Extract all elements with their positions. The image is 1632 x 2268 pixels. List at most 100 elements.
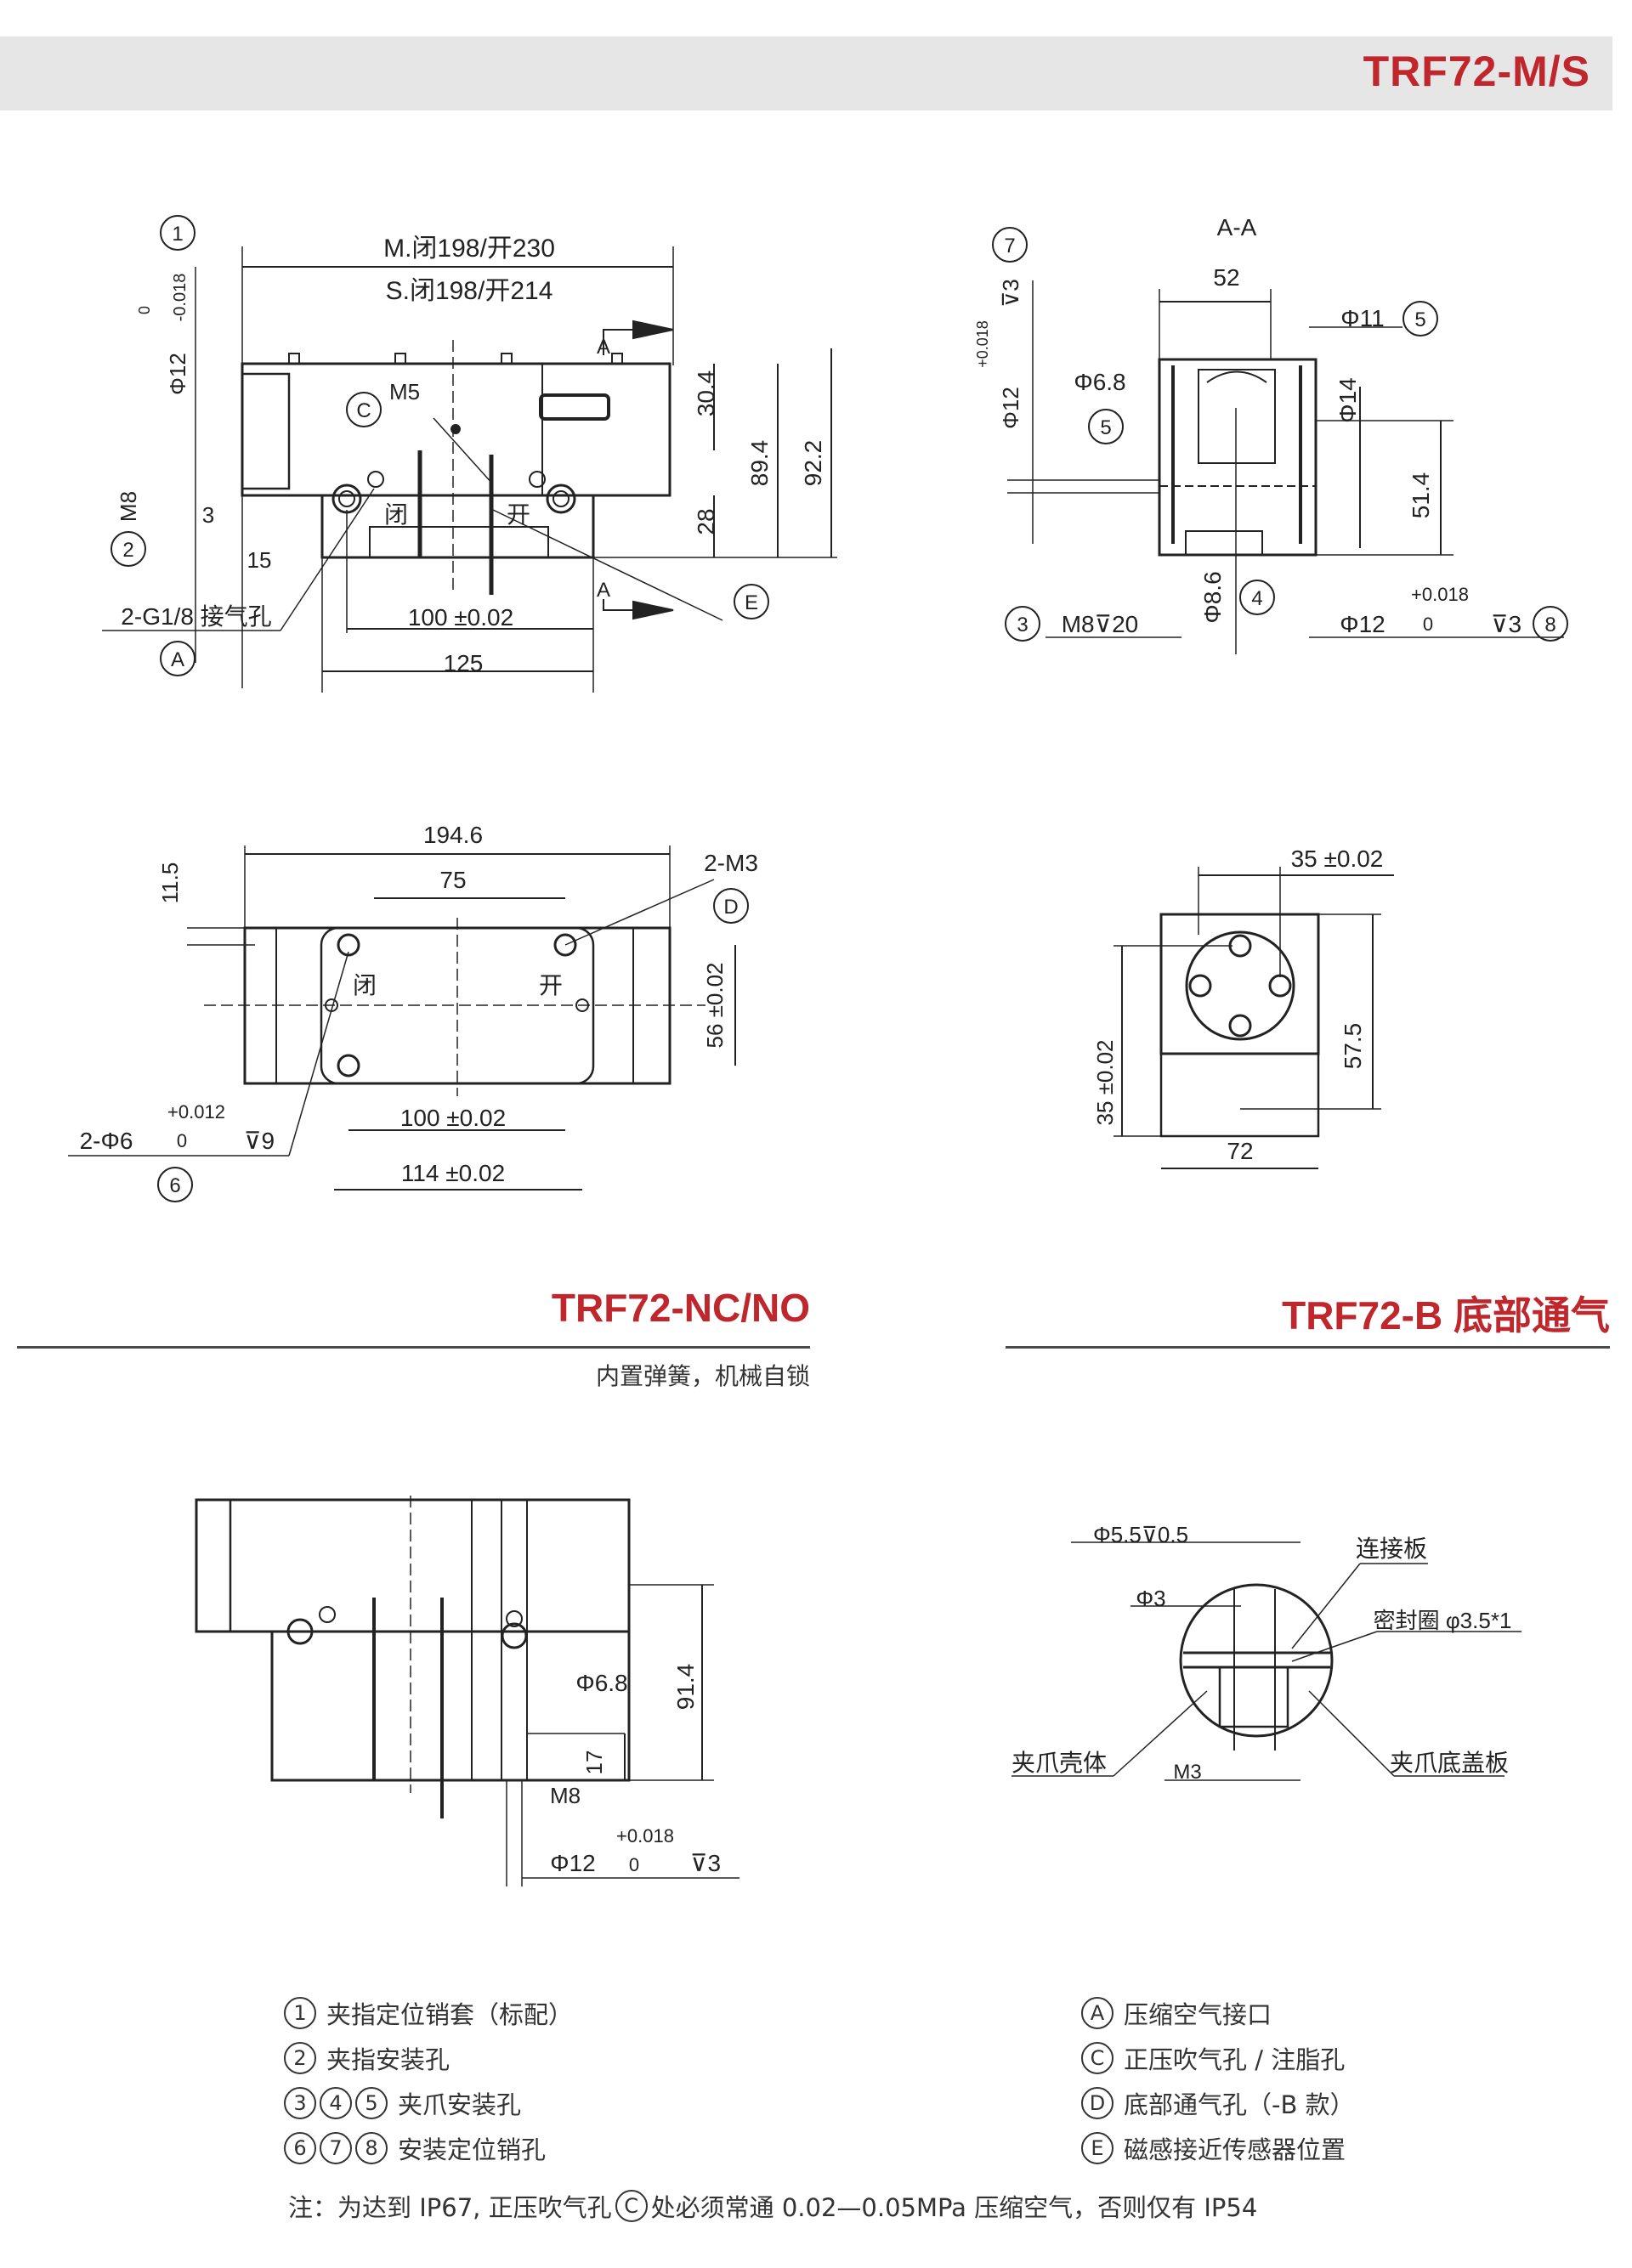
dim-length-s: S.闭198/开214 xyxy=(386,277,553,305)
depth-3-vertical: ⊽3 xyxy=(998,279,1023,308)
callout-7: 7 xyxy=(1004,235,1015,257)
tol-upper-vertical: +0.018 xyxy=(974,320,991,368)
tol-upper: +0.012 xyxy=(167,1101,225,1123)
section-title-b: TRF72-B 底部通气 xyxy=(1282,1293,1610,1338)
callout-badge: 2 xyxy=(284,2042,316,2074)
section-view-drawing xyxy=(1007,280,1564,654)
phi12-label: Φ12 xyxy=(165,353,190,395)
body-label: 夹爪壳体 xyxy=(1012,1750,1107,1776)
dim-phi11: Φ11 xyxy=(1340,305,1384,331)
m5-label: M5 xyxy=(389,379,420,404)
depth-3: ⊽3 xyxy=(690,1850,721,1876)
bottom-air-detail-drawing xyxy=(1012,1541,1522,1781)
callout-4: 4 xyxy=(1251,587,1262,610)
callout-badge: C xyxy=(1081,2042,1114,2074)
callout-badge: A xyxy=(1081,1997,1114,2029)
header-bar: TRF72-M/S xyxy=(0,37,1612,110)
dim-phi8-6: Φ8.6 xyxy=(1199,571,1226,623)
dim-35-horizontal: 35 ±0.02 xyxy=(1291,846,1384,872)
m8-label: M8 xyxy=(116,491,141,522)
callout-badge: D xyxy=(1081,2087,1114,2119)
callout-badge: E xyxy=(1081,2132,1114,2164)
dim-100: 100 ±0.02 xyxy=(400,1105,506,1131)
dim-114: 114 ±0.02 xyxy=(401,1160,505,1186)
callout-badge: 7 xyxy=(320,2132,352,2164)
dim-91-4: 91.4 xyxy=(672,1664,699,1711)
dim-35-vertical: 35 ±0.02 xyxy=(1092,1039,1118,1125)
legend-item: 1 夹指定位销套（标配） xyxy=(284,1994,573,2032)
phi6-label: 2-Φ6 xyxy=(80,1128,133,1154)
dim-phi5-5: Φ5.5⊽0.5 xyxy=(1093,1522,1188,1547)
dim-phi14: Φ14 xyxy=(1334,377,1361,422)
tol-upper: 0 xyxy=(136,306,153,314)
depth-9: ⊽9 xyxy=(244,1128,275,1154)
legend-text: 底部通气孔（-B 款） xyxy=(1124,2090,1355,2119)
callout-badge: 8 xyxy=(355,2132,388,2164)
m3-label: M3 xyxy=(1173,1761,1201,1784)
section-a-bottom: A xyxy=(597,579,610,602)
m8-depth-label: M8⊽20 xyxy=(1062,611,1139,637)
note-suffix: 处必须常通 0.02—0.05MPa 压缩空气，否则仅有 IP54 xyxy=(650,2193,1258,2222)
callout-a: A xyxy=(171,648,184,671)
dim-11-5: 11.5 xyxy=(157,863,183,904)
nc-no-drawing xyxy=(195,1496,740,1886)
section-title: A-A xyxy=(1217,214,1257,240)
dim-phi3: Φ3 xyxy=(1136,1586,1165,1611)
section-subtitle: 内置弹簧，机械自锁 xyxy=(595,1362,810,1390)
depth-3: ⊽3 xyxy=(1491,611,1522,637)
dim-phi6-8: Φ6.8 xyxy=(1074,369,1125,395)
m8-label: M8 xyxy=(550,1783,581,1808)
dim-length-m: M.闭198/开230 xyxy=(383,235,555,263)
legend-item: 3 4 5 夹爪安装孔 xyxy=(284,2084,521,2122)
note-prefix: 注：为达到 IP67, 正压吹气孔 xyxy=(288,2193,612,2222)
footnote: 注：为达到 IP67, 正压吹气孔 C 处必须常通 0.02—0.05MPa 压… xyxy=(288,2188,1257,2224)
tol-upper: +0.018 xyxy=(1411,584,1469,605)
dim-phi12-vertical: Φ12 xyxy=(998,387,1023,429)
legend-item: D 底部通气孔（-B 款） xyxy=(1081,2084,1355,2122)
dim-92-2: 92.2 xyxy=(800,440,826,487)
dim-phi12: Φ12 xyxy=(550,1850,595,1876)
tol-lower: 0 xyxy=(177,1130,187,1151)
callout-circles-section xyxy=(992,227,1568,642)
legend-text: 夹爪安装孔 xyxy=(398,2090,522,2119)
callout-1: 1 xyxy=(172,223,183,246)
open-label: 开 xyxy=(507,501,530,528)
dim-57-5: 57.5 xyxy=(1340,1023,1366,1070)
legend-text: 夹指定位销套（标配） xyxy=(326,2000,574,2029)
page-title: TRF72-M/S xyxy=(1363,48,1590,95)
dim-56: 56 ±0.02 xyxy=(702,962,728,1048)
legend-text: 磁感接近传感器位置 xyxy=(1124,2135,1346,2164)
legend-text: 压缩空气接口 xyxy=(1124,2000,1272,2029)
tol-lower: 0 xyxy=(1423,614,1433,635)
dim-17: 17 xyxy=(581,1750,607,1775)
callout-badge: 6 xyxy=(284,2132,316,2164)
dim-52: 52 xyxy=(1213,264,1239,291)
callout-8: 8 xyxy=(1544,614,1556,636)
callout-2: 2 xyxy=(122,539,133,562)
section-title-nc-no: TRF72-NC/NO xyxy=(551,1286,810,1330)
callout-badge: 5 xyxy=(355,2087,388,2119)
legend-item: 6 7 8 安装定位销孔 xyxy=(284,2129,546,2167)
legend-text: 夹指安装孔 xyxy=(326,2045,450,2074)
dim-phi6-8: Φ6.8 xyxy=(575,1670,627,1696)
tol-lower: 0 xyxy=(629,1854,639,1875)
plate-label: 连接板 xyxy=(1356,1536,1427,1562)
callout-5: 5 xyxy=(1100,416,1111,439)
callout-badge: 4 xyxy=(320,2087,352,2119)
dim-51-4: 51.4 xyxy=(1408,472,1434,519)
callout-c: C xyxy=(356,399,371,422)
top-view-drawing xyxy=(68,846,736,1191)
seal-label: 密封圈 φ3.5*1 xyxy=(1374,1608,1512,1633)
open-label: 开 xyxy=(539,972,563,998)
section-a-top: A xyxy=(597,336,610,359)
legend-item: A 压缩空气接口 xyxy=(1081,1994,1272,2032)
m3-label: 2-M3 xyxy=(704,850,758,876)
dim-75: 75 xyxy=(439,867,466,893)
dim-100: 100 ±0.02 xyxy=(408,604,513,631)
legend-item: 2 夹指安装孔 xyxy=(284,2039,450,2077)
front-view-drawing xyxy=(102,246,837,693)
callout-circles-front xyxy=(110,215,769,676)
legend-item: E 磁感接近传感器位置 xyxy=(1081,2129,1346,2167)
divider xyxy=(1006,1346,1610,1349)
